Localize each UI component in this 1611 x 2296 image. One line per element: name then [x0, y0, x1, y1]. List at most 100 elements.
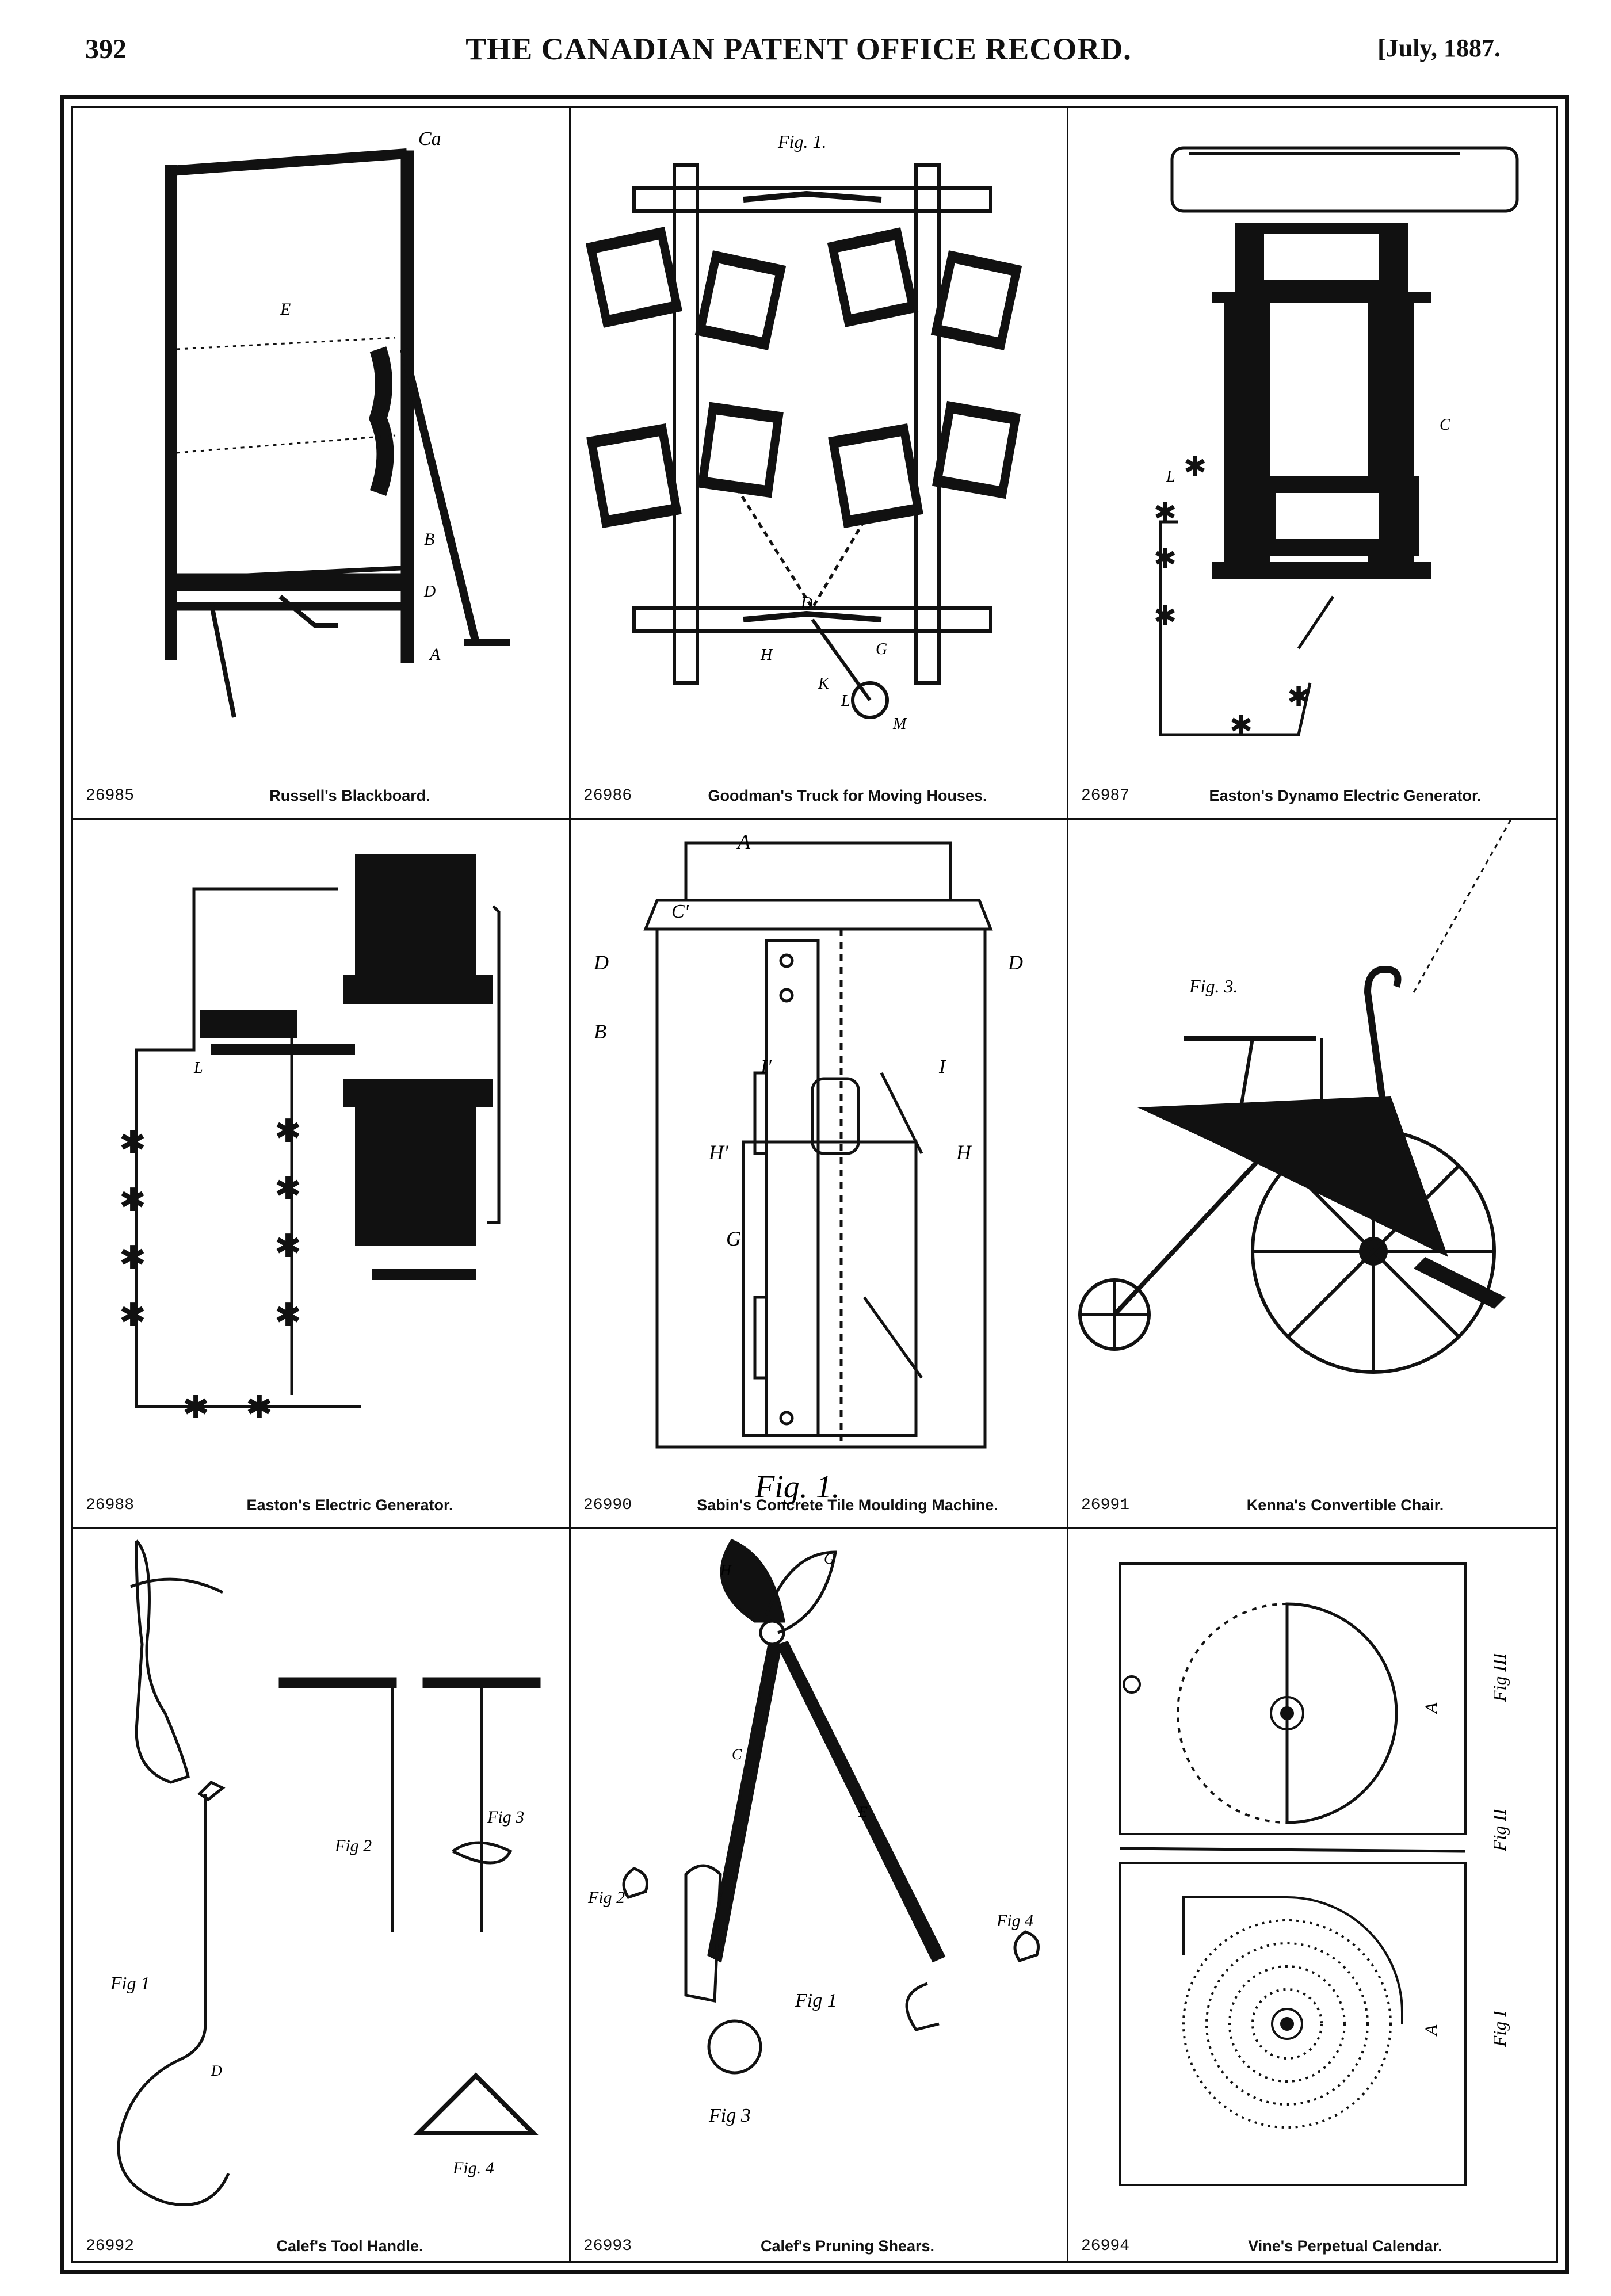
figure-cell-pruning-shears: Fig 2 Fig 4 Fig 1 Fig 3 H G E C 26993 Ca…	[571, 1529, 1067, 2268]
svg-text:✱: ✱	[119, 1298, 146, 1334]
label-M: M	[892, 715, 907, 733]
figure-caption: 26988 Easton's Electric Generator.	[73, 1492, 569, 1519]
label-G: G	[824, 1550, 835, 1567]
label-D: D	[423, 583, 436, 601]
label-fig1-large: Fig. 1.	[754, 1469, 840, 1505]
svg-text:✱: ✱	[274, 1229, 301, 1264]
patent-number: 26988	[86, 1496, 135, 1514]
svg-text:✱: ✱	[119, 1183, 146, 1218]
svg-text:✱: ✱	[274, 1171, 301, 1207]
label-A-lower: A	[1422, 2024, 1441, 2037]
blackboard-drawing: E Ca B A D	[165, 128, 510, 718]
page-title: THE CANADIAN PATENT OFFICE RECORD.	[465, 32, 1132, 66]
label-H: H	[720, 1562, 732, 1579]
label-fig2: Fig 2	[587, 1888, 625, 1907]
tool-handle-drawing: Fig 2 Fig 3 Fig. 4 Fig 1 D	[110, 1539, 541, 2206]
label-L: L	[193, 1059, 203, 1077]
figure-plate: E Ca B A D 26985 Russell's Blackboard.	[60, 95, 1569, 2274]
page-number: 392	[85, 34, 127, 64]
figure-caption: 26986 Goodman's Truck for Moving Houses.	[571, 782, 1067, 810]
patent-number: 26993	[583, 2237, 632, 2255]
chair-drawing: Fig. 3.	[1078, 820, 1512, 1374]
row-divider	[73, 1527, 1556, 1529]
label-E: E	[280, 300, 291, 319]
figure-cell-truck: Fig. 1. D H K L M G 26986 Goodman's Truc…	[571, 108, 1067, 818]
label-figIII: Fig III	[1489, 1652, 1510, 1702]
issue-date: [July, 1887.	[1377, 34, 1501, 62]
patent-number: 26990	[583, 1496, 632, 1514]
calendar-drawing: Fig III Fig II Fig I A A	[1119, 1562, 1510, 2186]
label-G: G	[876, 640, 887, 658]
svg-text:✱: ✱	[1154, 498, 1177, 528]
patent-number: 26985	[86, 787, 135, 805]
label-C: C	[732, 1746, 742, 1763]
svg-text:✱: ✱	[1154, 544, 1177, 574]
label-H: H	[760, 646, 773, 664]
figure-caption: 26993 Calef's Pruning Shears.	[571, 2233, 1067, 2260]
generator-drawing: ✱✱✱✱ ✱✱✱✱ ✱✱ L	[119, 854, 501, 1426]
figure-caption: 26985 Russell's Blackboard.	[73, 782, 569, 810]
caption-text: Easton's Electric Generator.	[246, 1496, 453, 1514]
column-divider	[569, 108, 571, 2261]
row-divider	[73, 818, 1556, 820]
label-A: A	[1422, 1702, 1441, 1714]
figure-cell-blackboard: E Ca B A D 26985 Russell's Blackboard.	[73, 108, 569, 818]
figure-cell-dynamo: ✱✱✱ ✱✱✱ C L 26987 Easton's Dynamo Electr…	[1068, 108, 1564, 818]
label-fig1: Fig 1	[795, 1990, 837, 2011]
column-divider	[1067, 108, 1068, 2261]
label-Cprime: C'	[671, 901, 689, 922]
label-C: C	[1440, 416, 1450, 434]
figure-caption: 26991 Kenna's Convertible Chair.	[1068, 1492, 1564, 1519]
svg-text:✱: ✱	[182, 1390, 209, 1426]
label-I: I	[938, 1056, 946, 1078]
label-B: B	[594, 1020, 606, 1043]
label-E: E	[858, 1804, 868, 1820]
patent-number: 26992	[86, 2237, 135, 2255]
caption-text: Russell's Blackboard.	[269, 787, 430, 804]
label-D: D	[593, 951, 609, 974]
pruning-shears-drawing: Fig 2 Fig 4 Fig 1 Fig 3 H G E C	[587, 1538, 1040, 2126]
svg-text:✱: ✱	[1287, 682, 1310, 712]
truck-drawing: Fig. 1. D H K L M G	[585, 131, 1022, 733]
svg-text:✱: ✱	[274, 1298, 301, 1334]
caption-text: Kenna's Convertible Chair.	[1246, 1496, 1444, 1514]
label-fig3: Fig 3	[708, 2105, 751, 2126]
patent-number: 26986	[583, 787, 632, 805]
label-fig1: Fig 1	[110, 1973, 150, 1993]
label-A: A	[429, 645, 441, 664]
svg-text:✱: ✱	[246, 1390, 273, 1426]
figure-caption: 26994 Vine's Perpetual Calendar.	[1068, 2233, 1564, 2260]
label-B: B	[424, 530, 434, 549]
patent-number: 26994	[1081, 2237, 1130, 2255]
label-figII: Fig II	[1489, 1808, 1510, 1852]
caption-text: Sabin's Concrete Tile Moulding Machine.	[697, 1496, 998, 1514]
label-G: G	[726, 1227, 741, 1250]
caption-text: Easton's Dynamo Electric Generator.	[1209, 787, 1482, 804]
label-L: L	[841, 692, 850, 710]
label-fig1: Fig. 1.	[777, 131, 826, 152]
caption-text: Calef's Pruning Shears.	[760, 2237, 934, 2255]
figure-caption: 26990 Sabin's Concrete Tile Moulding Mac…	[571, 1492, 1067, 1519]
svg-text:✱: ✱	[1154, 601, 1177, 632]
label-H: H	[956, 1141, 972, 1164]
figure-cell-calendar: Fig III Fig II Fig I A A 26994 Vine's Pe…	[1068, 1529, 1564, 2268]
tile-machine-drawing: A C' D D B H' H G I' I Fig. 1.	[593, 830, 1023, 1505]
label-fig4: Fig 4	[996, 1911, 1033, 1930]
caption-text: Goodman's Truck for Moving Houses.	[708, 787, 987, 804]
label-Hprime: H'	[708, 1141, 729, 1164]
figure-grid: E Ca B A D 26985 Russell's Blackboard.	[73, 108, 1556, 2261]
svg-text:✱: ✱	[274, 1114, 301, 1149]
figure-cell-generator: ✱✱✱✱ ✱✱✱✱ ✱✱ L 26988 Easton's Electric G…	[73, 820, 569, 1527]
svg-text:✱: ✱	[119, 1240, 146, 1276]
svg-text:✱: ✱	[1230, 710, 1253, 741]
caption-text: Vine's Perpetual Calendar.	[1248, 2237, 1442, 2255]
label-fig3: Fig 3	[487, 1808, 524, 1827]
dynamo-drawing: ✱✱✱ ✱✱✱ C L	[1154, 146, 1519, 741]
figure-cell-chair: Fig. 3. 26991 Kenna's Convertible Chair.	[1068, 820, 1564, 1527]
label-Iprime: I'	[760, 1056, 772, 1078]
label-D: D	[800, 594, 812, 612]
label-fig4: Fig. 4	[452, 2159, 494, 2177]
label-K: K	[818, 675, 830, 693]
label-figI: Fig I	[1489, 2010, 1510, 2047]
patent-number: 26987	[1081, 787, 1130, 805]
